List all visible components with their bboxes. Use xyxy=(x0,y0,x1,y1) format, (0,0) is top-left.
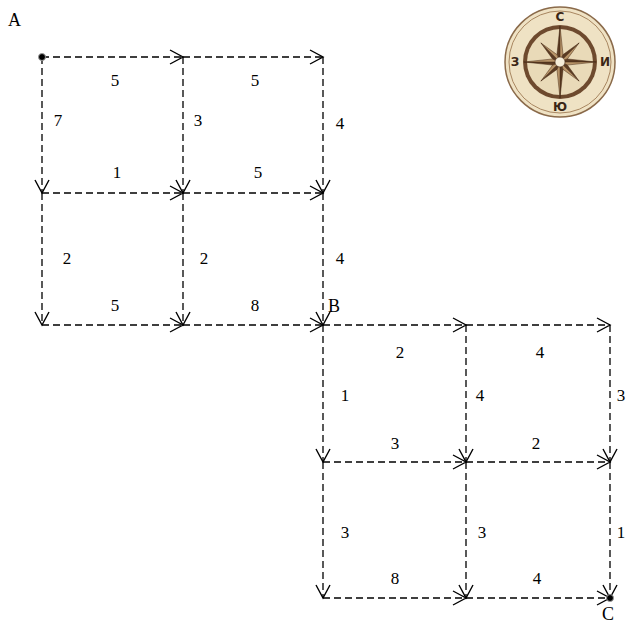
edge-weight: 5 xyxy=(111,297,120,314)
edge-weight: 3 xyxy=(478,524,487,541)
point-dot xyxy=(39,54,46,61)
compass-letter: И xyxy=(600,56,610,68)
edge-weight: 1 xyxy=(113,164,122,181)
edge-weight: 3 xyxy=(391,435,400,452)
edge-weight: 8 xyxy=(251,297,260,314)
edge-weight: 2 xyxy=(532,435,541,452)
edge-weight: 4 xyxy=(536,344,545,361)
edge-weight: 7 xyxy=(54,112,63,129)
edge-weight: 5 xyxy=(254,164,263,181)
edge-weight: 4 xyxy=(476,387,485,404)
edge-weight: 3 xyxy=(194,112,203,129)
edge-weight: 3 xyxy=(617,387,626,404)
compass-letter: С xyxy=(556,11,565,23)
edge-weight: 4 xyxy=(336,250,345,267)
compass-letter: Ю xyxy=(553,101,567,113)
edge-weight: 3 xyxy=(341,524,350,541)
point-name: A xyxy=(8,10,21,30)
edge-weight: 2 xyxy=(200,250,209,267)
edge-weight: 4 xyxy=(533,570,542,587)
grid-arrows xyxy=(35,50,617,605)
point-label: A xyxy=(6,10,23,31)
edge-weight: 5 xyxy=(111,72,120,89)
point-dot xyxy=(607,595,614,602)
edge-weight: 1 xyxy=(341,387,350,404)
point-name: C xyxy=(602,604,614,624)
point-name: B xyxy=(328,296,340,316)
edge-weight: 2 xyxy=(396,344,405,361)
edge-weight: 5 xyxy=(251,72,260,89)
edge-weight: 1 xyxy=(617,524,626,541)
compass-rose xyxy=(505,7,615,117)
compass-letter: З xyxy=(511,56,520,68)
edge-weight: 2 xyxy=(63,250,72,267)
edge-weight: 8 xyxy=(391,570,400,587)
edge-weight: 4 xyxy=(336,115,345,132)
point-label: B xyxy=(326,296,342,317)
point-label: C xyxy=(600,604,616,625)
